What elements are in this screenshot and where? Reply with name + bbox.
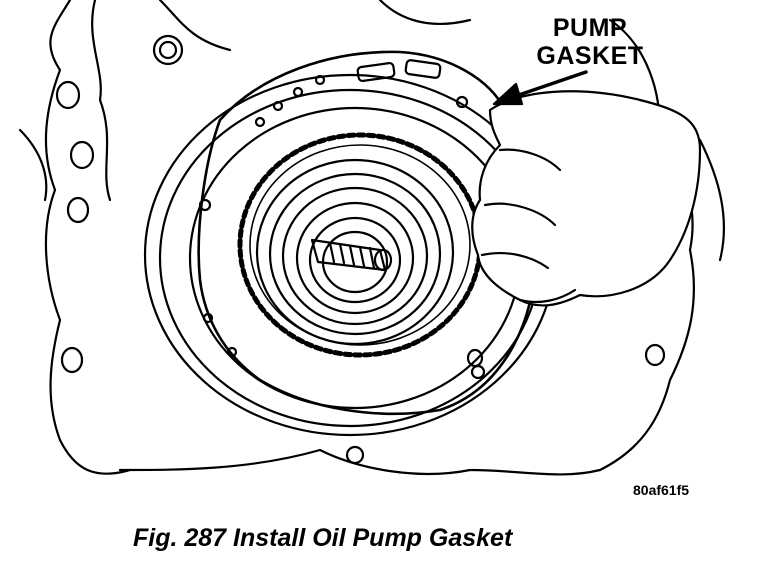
transmission-case	[18, 0, 726, 476]
callout-line-2: GASKET	[536, 42, 644, 70]
pump-gasket	[197, 50, 538, 415]
transmission-illustration	[18, 0, 726, 476]
case-bolt-holes	[55, 34, 666, 465]
callout-line-1: PUMP	[552, 14, 628, 42]
arrow-pointer-icon	[492, 70, 588, 106]
gear-teeth-ring	[237, 132, 483, 358]
figure-code: 80af61f5	[633, 482, 690, 498]
pump-gasket-callout: PUMP GASKET	[530, 14, 650, 70]
technician-hand	[471, 90, 702, 307]
converter-hub	[255, 158, 455, 346]
figure-caption: Fig. 287 Install Oil Pump Gasket	[133, 524, 513, 552]
input-shaft	[310, 238, 393, 272]
